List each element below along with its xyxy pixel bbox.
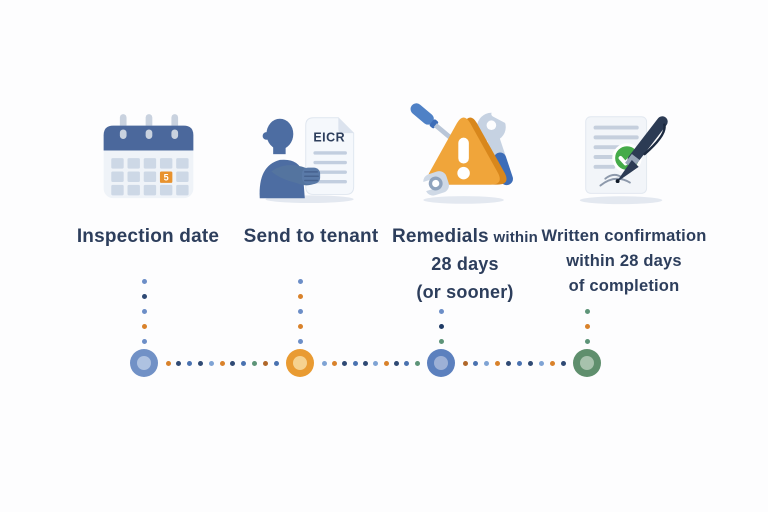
timeline-dot bbox=[219, 360, 225, 366]
tenant-report-icon: EICR bbox=[254, 104, 369, 208]
timeline-node-2-inner bbox=[293, 356, 307, 370]
step-written-confirmation: Written confirmation within 28 days of c… bbox=[534, 104, 714, 299]
step-label-line: within 28 days bbox=[566, 252, 682, 270]
step-label-line: Remedials bbox=[391, 226, 489, 247]
signed-document-icon bbox=[570, 104, 678, 208]
timeline-dot bbox=[404, 360, 410, 366]
warning-tools-icon bbox=[408, 98, 523, 208]
calendar-day-number: 5 bbox=[163, 173, 168, 183]
timeline-dot bbox=[141, 308, 147, 314]
timeline-node-4-inner bbox=[580, 356, 594, 370]
timeline-dot bbox=[516, 360, 522, 366]
document-title-text: EICR bbox=[313, 131, 345, 145]
timeline-dot bbox=[321, 360, 327, 366]
timeline-dot bbox=[141, 278, 147, 284]
timeline-dot bbox=[165, 360, 171, 366]
step-label-line: Inspection date bbox=[76, 226, 220, 247]
timeline-dot bbox=[352, 360, 358, 366]
step-label-line: Send to tenant bbox=[243, 226, 379, 247]
timeline-dot bbox=[342, 360, 348, 366]
calendar-icon-svg: 5 bbox=[103, 114, 193, 199]
timeline-dot bbox=[584, 308, 590, 314]
timeline-dot bbox=[241, 360, 247, 366]
step-send-to-tenant: EICR Send to tenant bbox=[221, 104, 401, 251]
timeline-dot bbox=[297, 338, 303, 344]
timeline-dot bbox=[538, 360, 544, 366]
step-label: Written confirmation within 28 days of c… bbox=[541, 224, 706, 299]
timeline-dot bbox=[297, 308, 303, 314]
timeline-dot bbox=[362, 360, 368, 366]
signed-document-icon-svg bbox=[579, 116, 668, 205]
timeline-dot bbox=[560, 360, 566, 366]
timeline-dot bbox=[197, 360, 203, 366]
step-label: Send to tenant bbox=[244, 224, 379, 251]
timeline-dot bbox=[141, 338, 147, 344]
timeline-dot bbox=[584, 323, 590, 329]
step-label: Remedials within 28 days (or sooner) bbox=[392, 224, 538, 307]
step-inspection-date: 5 Inspection date bbox=[58, 104, 238, 251]
tenant-report-icon-svg: EICR bbox=[259, 117, 354, 204]
timeline-dot bbox=[462, 360, 468, 366]
warning-tools-icon-svg bbox=[410, 103, 513, 204]
calendar-icon: 5 bbox=[96, 104, 201, 208]
step-label-line-small: within bbox=[493, 229, 539, 246]
step-label: Inspection date bbox=[77, 224, 219, 251]
timeline-dot bbox=[473, 360, 479, 366]
timeline-dot bbox=[273, 360, 279, 366]
timeline-dot bbox=[438, 338, 444, 344]
timeline-dot bbox=[230, 360, 236, 366]
timeline-dot bbox=[438, 308, 444, 314]
timeline-dot bbox=[438, 323, 444, 329]
timeline-dot bbox=[141, 323, 147, 329]
timeline-dot bbox=[297, 323, 303, 329]
timeline-dot bbox=[331, 360, 337, 366]
timeline-dot bbox=[495, 360, 501, 366]
timeline-node-1-inner bbox=[137, 356, 151, 370]
timeline-node-3 bbox=[427, 349, 455, 377]
timeline-dot bbox=[262, 360, 268, 366]
timeline-dot bbox=[176, 360, 182, 366]
timeline-dot bbox=[251, 360, 257, 366]
timeline-dot bbox=[506, 360, 512, 366]
step-label-line: Written confirmation bbox=[541, 227, 707, 245]
timeline-dot bbox=[297, 278, 303, 284]
step-label-line: (or sooner) bbox=[416, 282, 514, 302]
timeline-dot bbox=[141, 293, 147, 299]
timeline-dot bbox=[208, 360, 214, 366]
timeline-dot bbox=[584, 338, 590, 344]
timeline-dot bbox=[383, 360, 389, 366]
timeline-dot bbox=[414, 360, 420, 366]
timeline-dot bbox=[373, 360, 379, 366]
step-label-line: 28 days bbox=[431, 254, 499, 274]
timeline-dot bbox=[187, 360, 193, 366]
timeline-dot bbox=[297, 293, 303, 299]
step-label-line: of completion bbox=[568, 277, 680, 295]
timeline-dot bbox=[484, 360, 490, 366]
timeline-node-2 bbox=[286, 349, 314, 377]
timeline-node-1 bbox=[130, 349, 158, 377]
timeline-dot bbox=[527, 360, 533, 366]
timeline-dot bbox=[393, 360, 399, 366]
timeline-node-4 bbox=[573, 349, 601, 377]
timeline-node-3-inner bbox=[434, 356, 448, 370]
step-remedials: Remedials within 28 days (or sooner) bbox=[375, 103, 555, 307]
timeline-dot bbox=[549, 360, 555, 366]
